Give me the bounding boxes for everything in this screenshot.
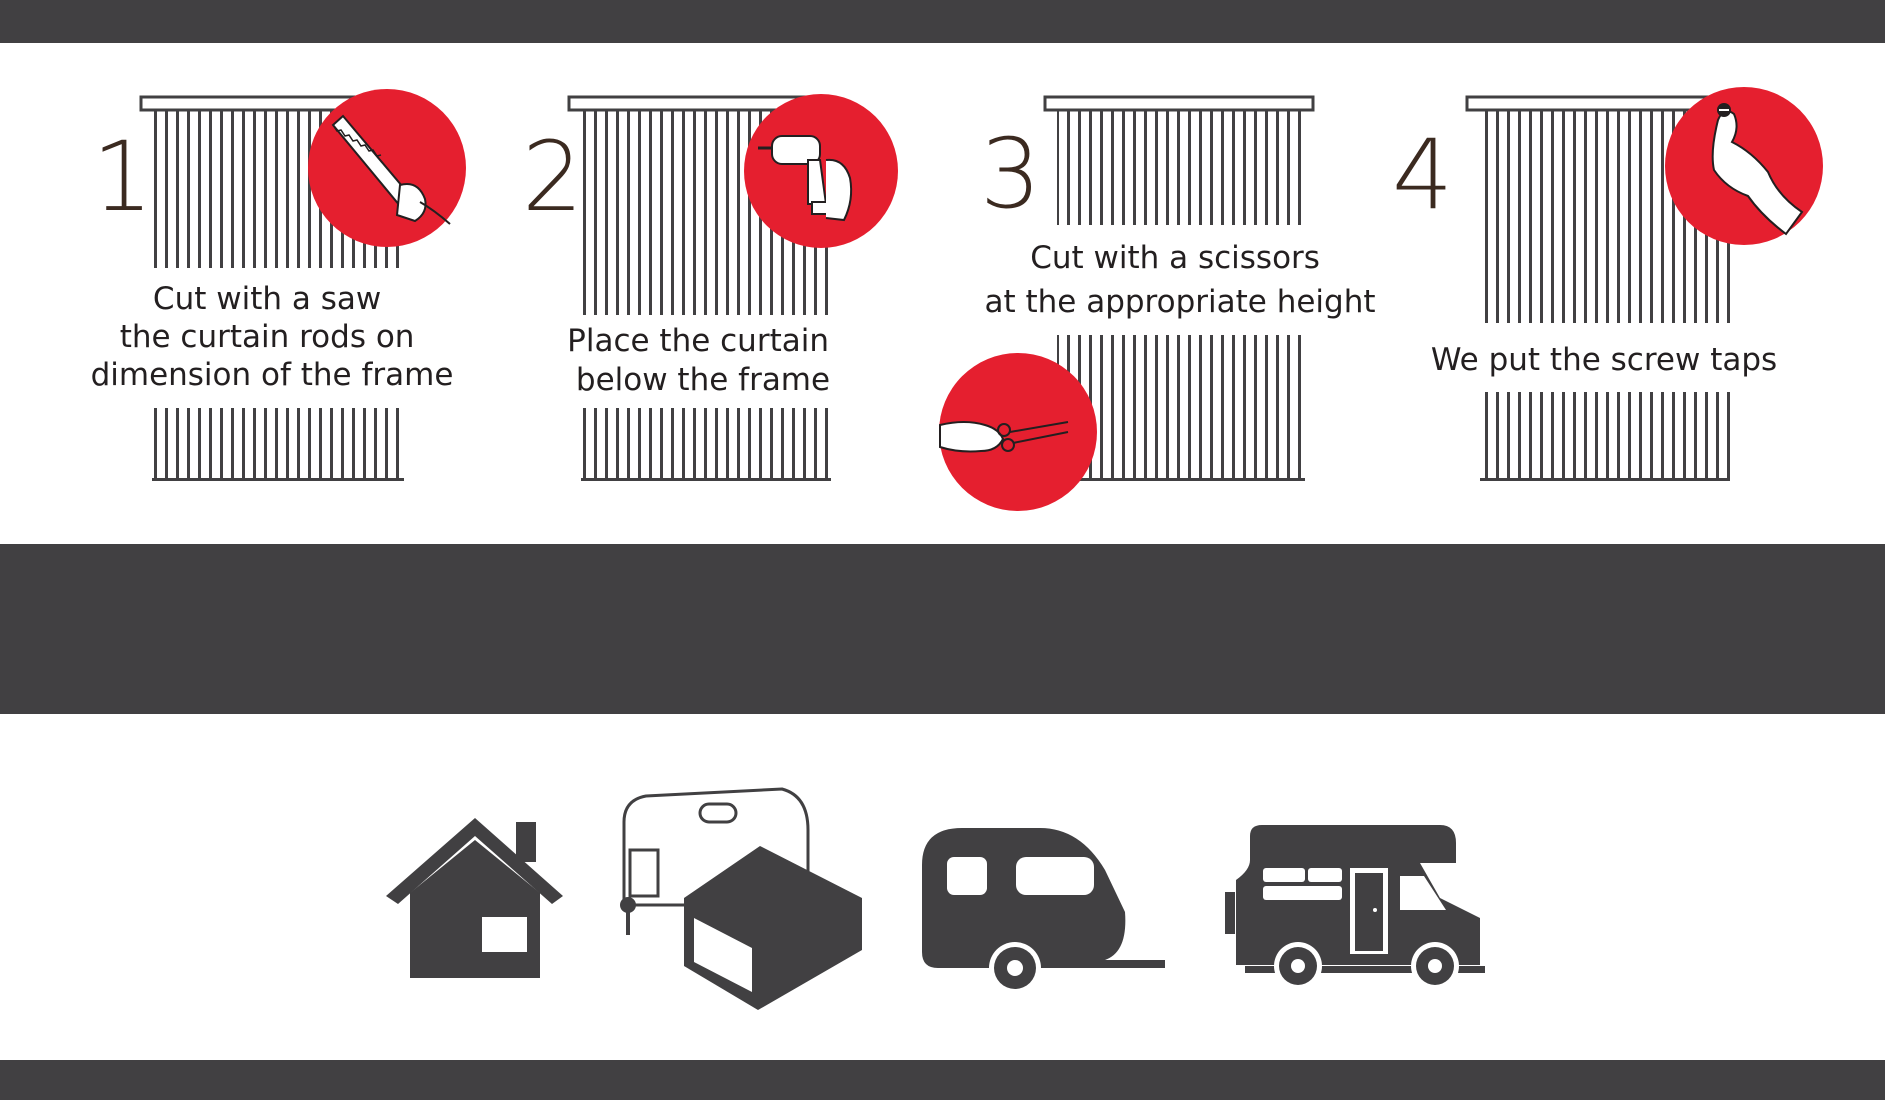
step-4: 4 We put the screw taps [1392, 87, 1823, 481]
step-2: 2 Place the curtain below the frame [522, 94, 898, 481]
caravan-awning-icon [620, 787, 862, 1010]
bottom-band [0, 1060, 1885, 1100]
caravan-icon [922, 828, 1165, 994]
step-1: 1 Cut with a saw the curtain rods on dim… [90, 89, 466, 481]
step-caption: Cut with a saw the curtain rods on dimen… [91, 281, 454, 393]
top-band [0, 0, 1885, 43]
step-caption: We put the screw taps [1431, 342, 1777, 378]
saw-icon [308, 89, 466, 247]
curtain-blind-2 [567, 95, 833, 481]
step-number: 1 [92, 121, 153, 233]
step-3: 3 Cut with a scissors at the appropriate… [939, 95, 1390, 511]
step-number: 3 [980, 118, 1041, 230]
house-icon [386, 818, 563, 978]
screw-tap-icon [1665, 87, 1823, 245]
middle-band [0, 544, 1885, 714]
step-number: 2 [522, 121, 583, 233]
curtain-blind-3 [1043, 95, 1315, 481]
scissors-icon [939, 353, 1097, 511]
drill-icon [744, 94, 898, 248]
step-caption: Place the curtain below the frame [567, 323, 839, 398]
step-number: 4 [1392, 119, 1453, 231]
motorhome-icon [1225, 825, 1485, 990]
step-caption: Cut with a scissors at the appropriate h… [984, 240, 1375, 320]
